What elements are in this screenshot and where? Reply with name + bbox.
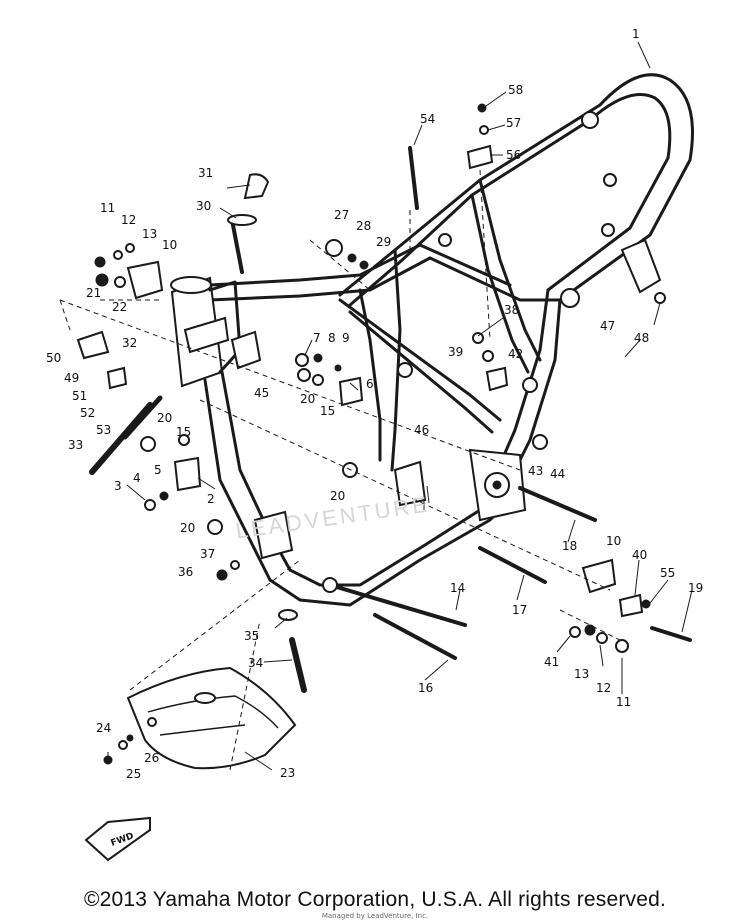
callout-27: 27 [334, 208, 349, 222]
callout-26: 26 [144, 751, 159, 765]
callout-35: 35 [244, 629, 259, 643]
provider-note: Managed by LeadVenture, Inc. [321, 912, 429, 920]
callout-23: 23 [280, 766, 295, 780]
copyright-notice: ©2013 Yamaha Motor Corporation, U.S.A. A… [83, 888, 667, 911]
callout-9: 9 [342, 331, 350, 345]
callout-38: 38 [504, 303, 519, 317]
callout-8: 8 [328, 331, 336, 345]
callout-17: 17 [512, 603, 527, 617]
callout-20-lower: 20 [180, 521, 195, 535]
forward-arrow-icon: FWD [84, 816, 151, 862]
main-frame [170, 73, 694, 607]
callout-11-right: 11 [616, 695, 631, 709]
callout-44: 44 [550, 467, 565, 481]
callout-43: 43 [528, 464, 543, 478]
callout-18: 18 [562, 539, 577, 553]
callout-7: 7 [313, 331, 321, 345]
callout-1: 1 [632, 27, 640, 41]
callout-51: 51 [72, 389, 87, 403]
callout-36: 36 [178, 565, 193, 579]
callout-15: 15 [176, 425, 191, 439]
callout-58: 58 [508, 83, 523, 97]
callout-52: 52 [80, 406, 95, 420]
callout-57: 57 [506, 116, 521, 130]
callout-12: 12 [121, 213, 136, 227]
callout-41: 41 [544, 655, 559, 669]
callout-46: 46 [414, 423, 429, 437]
callout-10-right: 10 [606, 534, 621, 548]
callout-20-mid: 20 [330, 489, 345, 503]
callout-11: 11 [100, 201, 115, 215]
callout-labels: 1 2 3 4 5 6 7 8 9 10 10 11 11 12 12 13 1… [46, 27, 703, 781]
callout-12-right: 12 [596, 681, 611, 695]
callout-16: 16 [418, 681, 433, 695]
callout-6: 6 [366, 377, 374, 391]
callout-54: 54 [420, 112, 435, 126]
callout-20-center: 20 [300, 392, 315, 406]
callout-24: 24 [96, 721, 111, 735]
callout-22: 22 [112, 300, 127, 314]
callout-56: 56 [506, 148, 521, 162]
callout-31: 31 [198, 166, 213, 180]
callout-25: 25 [126, 767, 141, 781]
callout-33: 33 [68, 438, 83, 452]
callout-49: 49 [64, 371, 79, 385]
callout-42: 42 [508, 347, 523, 361]
callout-45: 45 [254, 386, 269, 400]
callout-50: 50 [46, 351, 61, 365]
callout-48: 48 [634, 331, 649, 345]
callout-14: 14 [450, 581, 465, 595]
callout-39: 39 [448, 345, 463, 359]
callout-29: 29 [376, 235, 391, 249]
callout-3: 3 [114, 479, 122, 493]
callout-28: 28 [356, 219, 371, 233]
callout-30: 30 [196, 199, 211, 213]
callout-19: 19 [688, 581, 703, 595]
callout-21: 21 [86, 286, 101, 300]
callout-55: 55 [660, 566, 675, 580]
callout-40: 40 [632, 548, 647, 562]
callout-13-right: 13 [574, 667, 589, 681]
callout-15-center: 15 [320, 404, 335, 418]
bolts-and-hardware [76, 103, 692, 765]
callout-4: 4 [133, 471, 141, 485]
callout-13: 13 [142, 227, 157, 241]
leader-lines [107, 41, 693, 771]
callout-2: 2 [207, 492, 215, 506]
callout-10: 10 [162, 238, 177, 252]
callout-34: 34 [248, 656, 263, 670]
callout-5: 5 [154, 463, 162, 477]
callout-20: 20 [157, 411, 172, 425]
callout-53: 53 [96, 423, 111, 437]
callout-37: 37 [200, 547, 215, 561]
callout-32: 32 [122, 336, 137, 350]
reference-lines [59, 169, 621, 771]
callout-47: 47 [600, 319, 615, 333]
skid-plate [126, 666, 297, 770]
